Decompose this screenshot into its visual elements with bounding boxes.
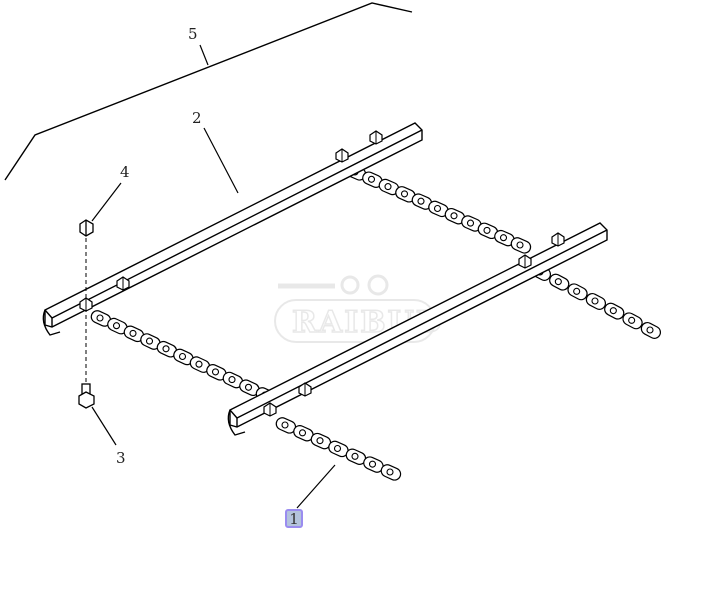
roller-chain xyxy=(275,417,402,481)
chain-pin xyxy=(609,307,617,315)
chain-pin xyxy=(417,197,425,205)
callout-3[interactable]: 3 xyxy=(116,449,126,467)
rail-front xyxy=(227,222,608,436)
leader-lines xyxy=(91,44,336,509)
callout-2[interactable]: 2 xyxy=(192,109,202,127)
chain-pin xyxy=(178,352,187,361)
part-4-nut xyxy=(79,219,94,237)
rail-bolt xyxy=(518,254,532,269)
callout-5[interactable]: 5 xyxy=(188,25,198,43)
chain-pin xyxy=(646,326,654,334)
part-5-outline xyxy=(4,2,413,181)
chain-pin xyxy=(554,278,562,286)
chain-pin xyxy=(368,460,377,468)
chain-pin xyxy=(386,468,394,476)
chain-pin xyxy=(591,297,599,305)
callout-1-selected[interactable]: 1 xyxy=(285,509,303,528)
chain-pin xyxy=(400,190,409,198)
chain-pin xyxy=(145,337,154,345)
chain-pin xyxy=(384,183,392,191)
chain-pin xyxy=(129,329,137,337)
rail-bolt xyxy=(116,276,130,291)
rail-bolt xyxy=(263,402,277,417)
chain-pin xyxy=(228,376,236,384)
chain-pin xyxy=(483,226,491,234)
rail-bolt xyxy=(369,130,383,145)
rail-bolt xyxy=(298,382,312,397)
roller-chain xyxy=(345,164,532,254)
chain-pin xyxy=(162,345,170,353)
chain-pin xyxy=(298,429,307,437)
roller-chain xyxy=(530,264,662,339)
chain-pin xyxy=(244,383,253,391)
chain-pin xyxy=(516,241,524,249)
rail-bolt xyxy=(335,148,349,163)
chain-pin xyxy=(450,212,458,220)
callout-4[interactable]: 4 xyxy=(120,163,130,181)
roller-chain xyxy=(90,310,277,404)
chain-pin xyxy=(211,368,220,376)
chain-pin xyxy=(433,204,442,213)
rail-back xyxy=(42,122,423,336)
chain-pin xyxy=(351,452,359,460)
rail-bolt xyxy=(551,232,565,247)
chain-pin xyxy=(367,175,376,183)
chain-pin xyxy=(316,437,324,445)
chain-pin xyxy=(112,322,121,330)
chain-pin xyxy=(573,287,581,295)
part-3-bolt xyxy=(78,383,95,409)
chain-pin xyxy=(96,314,104,322)
chain-pin xyxy=(499,234,508,242)
rail-bolts xyxy=(79,130,565,417)
chain-pin xyxy=(628,316,636,324)
chain-pin xyxy=(466,219,475,227)
chain-pin xyxy=(195,360,203,368)
chain-pin xyxy=(333,444,342,453)
chain-pin xyxy=(281,421,289,429)
